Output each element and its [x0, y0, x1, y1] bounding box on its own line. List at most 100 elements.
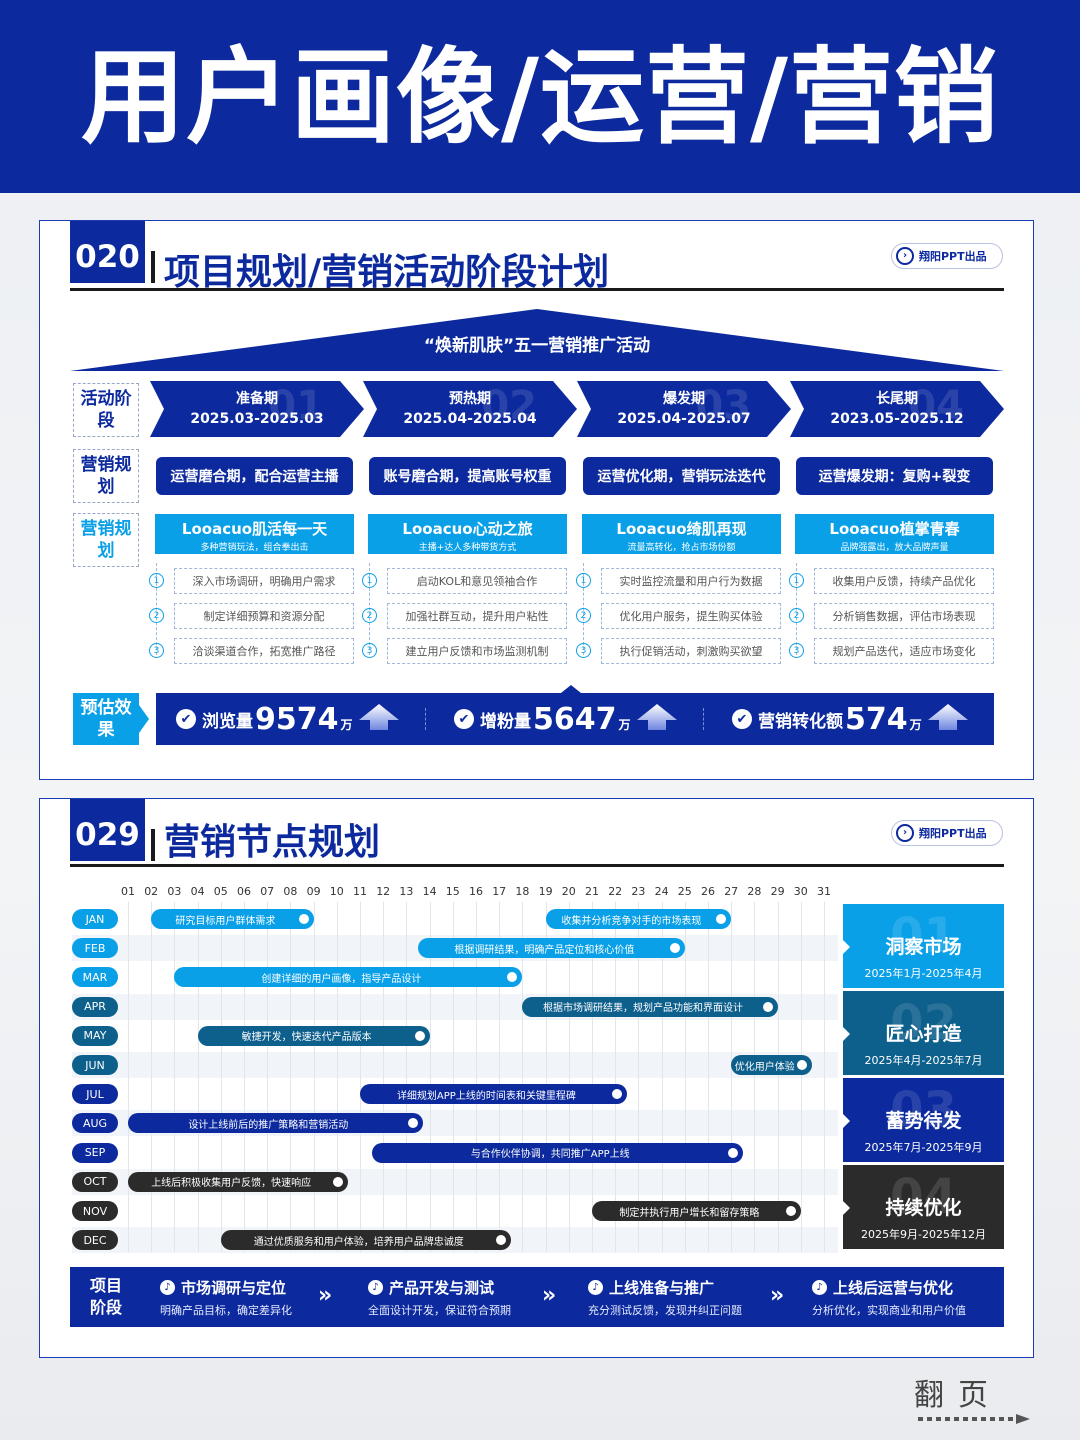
day-number: 28	[747, 885, 762, 898]
day-number: 16	[469, 885, 483, 898]
next-page-arrow-icon[interactable]	[918, 1414, 1030, 1424]
brand-badge[interactable]: › 翔阳PPT出品	[891, 243, 1003, 269]
task-bar[interactable]: 根据调研结果，明确产品定位和核心价值	[418, 938, 685, 959]
day-number: 03	[167, 885, 182, 898]
day-gridline	[360, 902, 361, 1252]
metric-unit: 万	[618, 717, 631, 732]
operation-pill: 运营优化期，营销玩法迭代	[583, 457, 780, 495]
day-gridline	[684, 902, 686, 1252]
phase-dates: 2025年1月-2025年4月	[864, 967, 983, 980]
metric-unit: 万	[340, 717, 353, 732]
brand-label: 翔阳PPT出品	[919, 827, 987, 840]
phase-dates: 2025.04-2025.07	[617, 411, 751, 427]
task-label: 根据市场调研结果，规划产品功能和界面设计	[542, 1003, 743, 1015]
step-number: 2	[362, 608, 377, 623]
title-separator	[151, 251, 155, 283]
task-bar[interactable]: 制定并执行用户增长和留存策略	[592, 1201, 801, 1221]
day-gridline	[592, 902, 593, 1252]
step-number: 1	[149, 573, 164, 588]
campaign-step: 收集用户反馈，持续产品优化	[814, 568, 994, 594]
campaign-step: 建立用户反馈和市场监测机制	[387, 638, 567, 664]
day-gridline	[336, 902, 338, 1252]
task-bar[interactable]: 通过优质服务和用户体验，培养用户品牌忠诚度	[220, 1230, 511, 1251]
task-bar[interactable]: 创建详细的用户画像，指导产品设计	[174, 967, 523, 988]
task-label: 收集并分析竞争对手的市场表现	[561, 915, 702, 927]
task-end-dot	[330, 1173, 347, 1190]
stage-title-text: 上线准备与推广	[609, 1279, 715, 1297]
task-bar[interactable]: 优化用户体验	[731, 1055, 813, 1075]
task-end-dot	[608, 1086, 625, 1103]
metric-value: 574	[845, 701, 908, 737]
phase-pointer-icon	[843, 1027, 850, 1041]
day-gridline	[429, 902, 431, 1252]
project-stage-item: ♪上线准备与推广充分测试反馈，发现并纠正问题	[588, 1277, 742, 1318]
next-page-label[interactable]: 翻页	[914, 1378, 1002, 1413]
brand-badge[interactable]: › 翔阳PPT出品	[891, 820, 1003, 846]
operation-pill: 账号磨合期，提高账号权重	[369, 457, 566, 495]
day-gridline	[383, 902, 385, 1252]
metric-value: 5647	[533, 701, 617, 737]
month-label: AUG	[72, 1113, 118, 1134]
day-gridline	[824, 902, 825, 1252]
month-label: APR	[72, 996, 118, 1017]
day-number: 20	[561, 885, 576, 898]
day-number: 09	[306, 885, 321, 898]
note-icon: ♪	[812, 1280, 827, 1295]
campaign-step: 深入市场调研，明确用户需求	[174, 568, 354, 594]
campaign-step: 制定详细预算和资源分配	[174, 603, 354, 629]
title-rule	[70, 288, 1004, 291]
task-bar[interactable]: 根据市场调研结果，规划产品功能和界面设计	[522, 996, 778, 1017]
up-arrow-icon	[636, 704, 677, 734]
phase-name: 准备期	[236, 390, 278, 407]
task-bar[interactable]: 收集并分析竞争对手的市场表现	[545, 909, 732, 929]
task-end-dot	[724, 1144, 741, 1161]
campaign-step: 实时监控流量和用户行为数据	[601, 568, 781, 594]
task-end-dot	[782, 1203, 799, 1219]
day-number: 12	[376, 885, 391, 898]
step-number: 1	[362, 573, 377, 588]
section-title: 项目规划/营销活动阶段计划	[164, 252, 610, 293]
month-label: JAN	[72, 909, 118, 929]
day-number: 08	[283, 885, 298, 898]
task-bar[interactable]: 上线后积极收集用户反馈，快速响应	[128, 1171, 349, 1192]
task-bar[interactable]: 与合作伙伴协调，共同推广APP上线	[371, 1142, 743, 1163]
month-label: SEP	[72, 1142, 118, 1163]
stage-title: ♪产品开发与测试	[368, 1277, 511, 1298]
task-bar[interactable]: 研究目标用户群体需求	[151, 909, 314, 929]
day-number: 21	[585, 885, 599, 898]
stage-title-text: 产品开发与测试	[389, 1279, 495, 1297]
day-gridline	[476, 902, 477, 1252]
campaign-header: Looacuo植掌青春品牌强露出，放大品牌声量	[795, 514, 994, 554]
task-label: 研究目标用户群体需求	[175, 915, 276, 927]
phase-dates: 2025.03-2025.03	[190, 411, 324, 427]
phase-name: 长尾期	[876, 390, 918, 407]
section-number: 029	[70, 799, 145, 861]
metric-label: 浏览量	[202, 711, 253, 732]
task-bar[interactable]: 详细规划APP上线的时间表和关键里程碑	[360, 1084, 627, 1105]
task-label: 根据调研结果，明确产品定位和核心价值	[454, 944, 635, 956]
check-icon: ✔	[454, 709, 474, 729]
activity-roof-banner	[70, 309, 1004, 371]
campaign-step: 加强社群互动，提升用户粘性	[387, 603, 567, 629]
campaign-step: 优化用户服务，提生购买体验	[601, 603, 781, 629]
task-bar[interactable]: 设计上线前后的推广策略和营销活动	[128, 1113, 423, 1134]
page-title: 用户画像/运营/营销	[81, 35, 999, 158]
day-number: 23	[631, 885, 646, 898]
check-icon: ✔	[732, 709, 752, 729]
metric-label: 增粉量	[480, 711, 531, 732]
up-arrow-icon	[927, 704, 968, 734]
task-end-dot	[666, 940, 683, 957]
day-number: 10	[329, 885, 344, 898]
campaign-title: Looacuo植掌青春	[829, 520, 960, 538]
project-stage-bar: 项目阶段 ♪市场调研与定位明确产品目标，确定差异化»♪产品开发与测试全面设计开发…	[70, 1267, 1004, 1327]
chevron-right-icon: »	[770, 1283, 785, 1308]
note-icon: ♪	[160, 1280, 175, 1295]
day-gridline	[290, 902, 292, 1252]
phase-title: 洞察市场	[885, 936, 962, 958]
task-bar[interactable]: 敏捷开发，快速迭代产品版本	[197, 1025, 430, 1046]
day-number: 31	[817, 885, 831, 898]
phase-pointer-icon	[843, 1114, 850, 1128]
